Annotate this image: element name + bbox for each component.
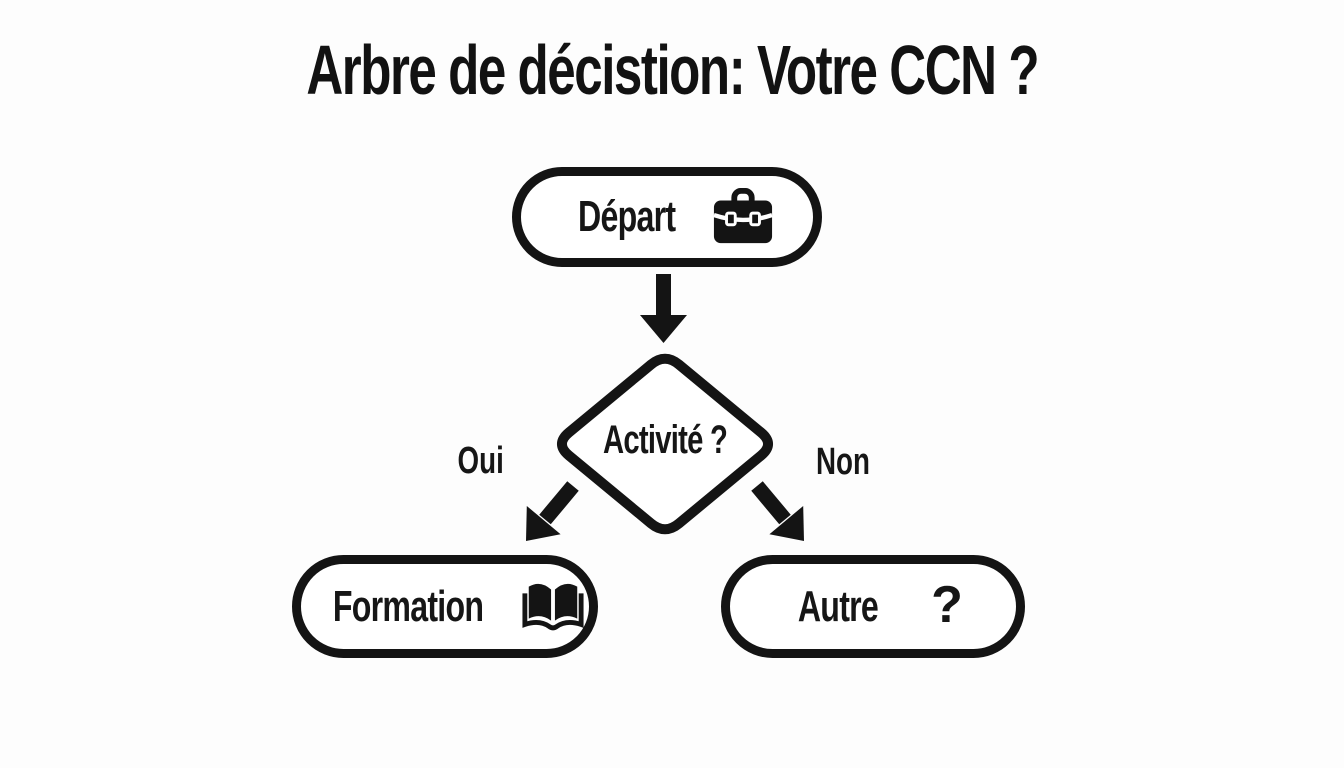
briefcase-icon: [712, 188, 773, 244]
node-autre-label: Autre: [797, 581, 879, 631]
node-formation: Formation: [292, 555, 598, 658]
branch-label-oui: Oui: [436, 440, 526, 483]
branch-label-non-text: Non: [816, 441, 870, 483]
arrow-down: [640, 274, 687, 343]
arrow-branch-oui: [526, 481, 579, 541]
question-mark-glyph: ?: [931, 575, 963, 634]
node-activite-label-text: Activité ?: [602, 418, 728, 462]
branch-label-oui-text: Oui: [457, 440, 505, 482]
node-activite-label: Activité ?: [545, 418, 785, 463]
node-autre: Autre ?: [721, 555, 1025, 658]
node-depart: Départ: [512, 167, 822, 267]
node-formation-label: Formation: [332, 581, 484, 631]
branch-label-non: Non: [798, 441, 888, 484]
page-title-text: Arbre de décistion: Votre CCN ?: [306, 31, 1039, 109]
arrow-branch-non: [751, 481, 804, 541]
decision-diamond-shape: [557, 353, 773, 535]
node-depart-label: Départ: [578, 192, 676, 241]
open-book-icon: [522, 583, 584, 630]
page-title: Arbre de décistion: Votre CCN ?: [0, 30, 1344, 110]
